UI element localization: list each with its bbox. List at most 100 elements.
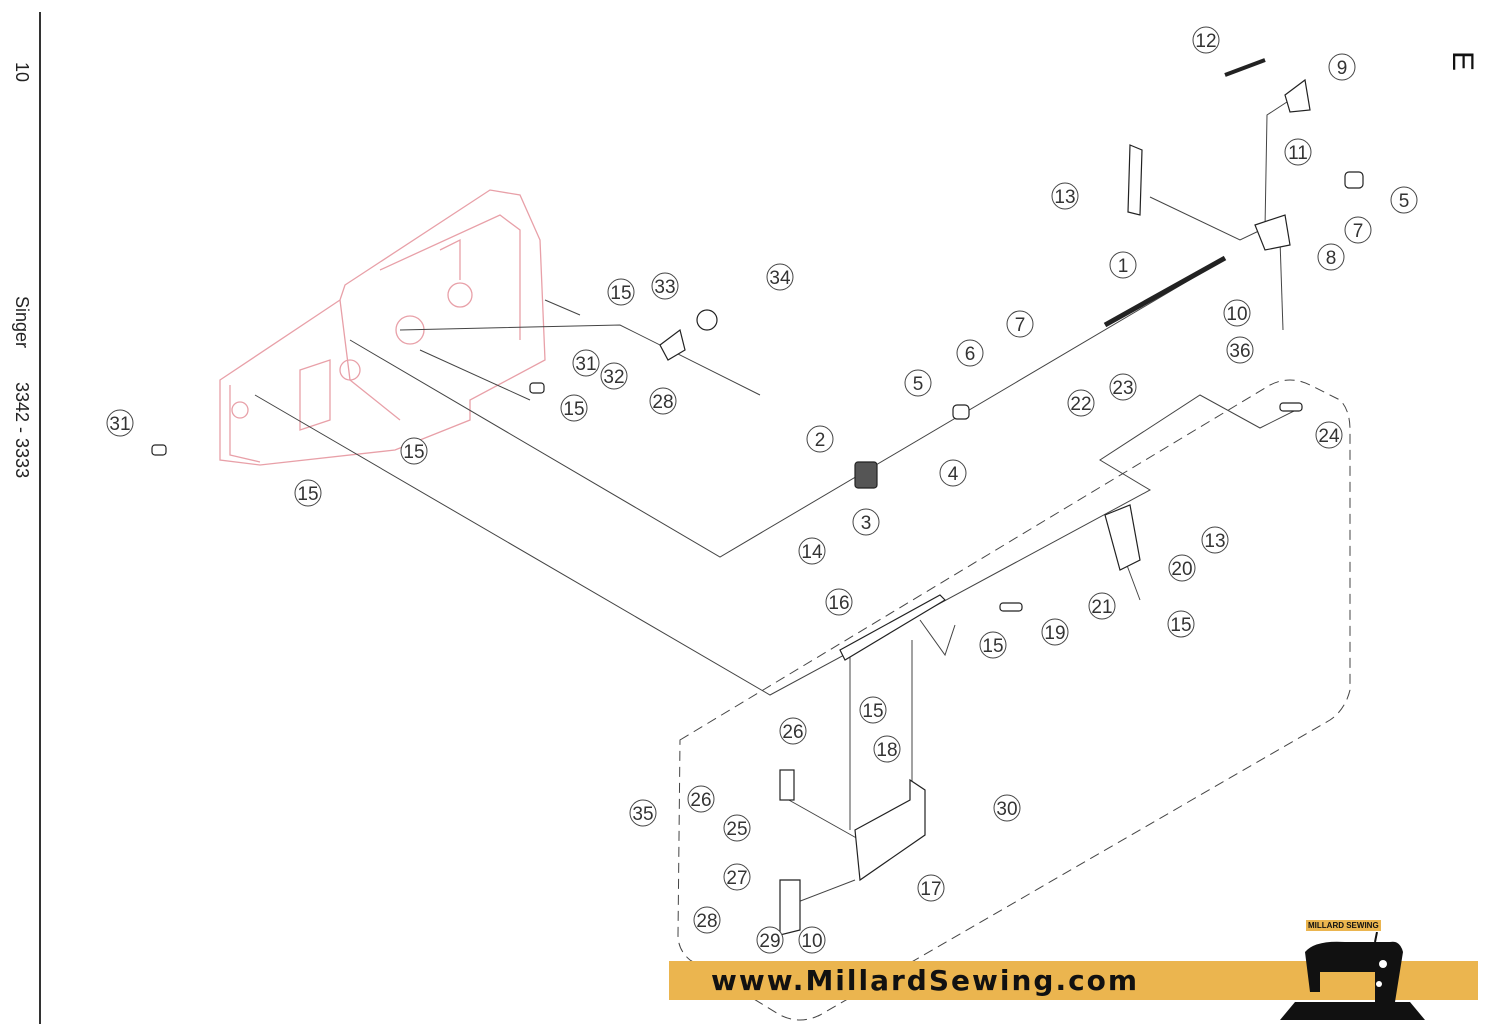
callout-31: 31 xyxy=(106,409,134,437)
callout-circle xyxy=(1167,610,1195,638)
callout-34: 34 xyxy=(766,263,794,291)
callout-number: 15 xyxy=(403,442,424,463)
callout-number: 8 xyxy=(1326,248,1337,269)
callout-number: 32 xyxy=(603,367,624,388)
callout-circle xyxy=(649,387,677,415)
callout-15: 15 xyxy=(560,394,588,422)
callout-circle xyxy=(651,272,679,300)
callout-number: 20 xyxy=(1171,559,1192,580)
callout-circle xyxy=(560,394,588,422)
callout-number: 15 xyxy=(297,484,318,505)
callout-circle xyxy=(572,349,600,377)
callout-circle xyxy=(600,362,628,390)
callout-number: 4 xyxy=(948,464,959,485)
callout-7: 7 xyxy=(1006,310,1034,338)
website-url[interactable]: www.MillardSewing.com xyxy=(711,964,1140,997)
callout-circle xyxy=(294,479,322,507)
callout-number: 15 xyxy=(563,399,584,420)
callout-number: 15 xyxy=(610,283,631,304)
callout-15: 15 xyxy=(859,696,887,724)
callout-circle xyxy=(693,906,721,934)
callout-number: 5 xyxy=(1399,191,1410,212)
callout-27: 27 xyxy=(723,863,751,891)
callout-30: 30 xyxy=(993,794,1021,822)
callout-number: 25 xyxy=(726,819,747,840)
callout-number: 24 xyxy=(1318,426,1340,447)
callout-number: 7 xyxy=(1353,221,1364,242)
callout-36: 36 xyxy=(1226,336,1254,364)
callout-number: 13 xyxy=(1054,187,1075,208)
callout-15: 15 xyxy=(1167,610,1195,638)
callout-circle xyxy=(1051,182,1079,210)
housing-outline xyxy=(219,189,546,466)
callout-35: 35 xyxy=(629,799,657,827)
callout-number: 12 xyxy=(1195,31,1216,52)
callout-18: 18 xyxy=(873,735,901,763)
callout-6: 6 xyxy=(956,339,984,367)
callout-circle xyxy=(629,799,657,827)
callout-circle xyxy=(723,863,751,891)
callout-13: 13 xyxy=(1201,526,1229,554)
callout-circle xyxy=(956,339,984,367)
callout-number: 17 xyxy=(920,879,941,900)
callout-3: 3 xyxy=(852,508,880,536)
boundary-35 xyxy=(677,379,1351,1021)
callout-circle xyxy=(1067,389,1095,417)
callout-number: 5 xyxy=(913,374,924,395)
callout-10: 10 xyxy=(1223,299,1251,327)
callout-32: 32 xyxy=(600,362,628,390)
callout-number: 15 xyxy=(1170,615,1191,636)
callout-circle xyxy=(1284,138,1312,166)
callout-number: 15 xyxy=(862,701,883,722)
callout-number: 23 xyxy=(1112,378,1133,399)
callout-14: 14 xyxy=(798,537,826,565)
callout-number: 19 xyxy=(1044,623,1065,644)
callout-circle xyxy=(1223,299,1251,327)
callout-number: 31 xyxy=(575,354,596,375)
callout-16: 16 xyxy=(825,588,853,616)
page-margin-line xyxy=(39,12,41,1024)
callout-number: 18 xyxy=(876,740,897,761)
callout-number: 21 xyxy=(1091,597,1112,618)
callout-circle xyxy=(825,588,853,616)
callout-28: 28 xyxy=(693,906,721,934)
callout-21: 21 xyxy=(1088,592,1116,620)
callout-8: 8 xyxy=(1317,243,1345,271)
callout-number: 7 xyxy=(1015,315,1026,336)
callout-9: 9 xyxy=(1328,53,1356,81)
callout-5: 5 xyxy=(904,369,932,397)
callout-circle xyxy=(1168,554,1196,582)
sewing-machine-logo-icon xyxy=(1280,932,1425,1020)
callout-15: 15 xyxy=(607,278,635,306)
callout-10: 10 xyxy=(798,926,826,954)
callout-number: 26 xyxy=(690,790,711,811)
parts xyxy=(151,58,1364,936)
callout-24: 24 xyxy=(1315,421,1343,449)
callout-number: 31 xyxy=(109,414,130,435)
callout-circle xyxy=(400,437,428,465)
callout-circle xyxy=(766,263,794,291)
callout-circle xyxy=(993,794,1021,822)
callout-number: 11 xyxy=(1288,143,1308,164)
callout-circle xyxy=(798,537,826,565)
callout-33: 33 xyxy=(651,272,679,300)
callout-number: 26 xyxy=(782,722,803,743)
callout-25: 25 xyxy=(723,814,751,842)
callout-20: 20 xyxy=(1168,554,1196,582)
callout-12: 12 xyxy=(1192,26,1220,54)
callout-number: 28 xyxy=(652,392,673,413)
callout-number: 6 xyxy=(965,344,976,365)
callout-circle xyxy=(939,459,967,487)
callout-number: 15 xyxy=(982,636,1003,657)
callout-15: 15 xyxy=(294,479,322,507)
callout-circle xyxy=(917,874,945,902)
callout-number: 29 xyxy=(759,931,780,952)
callout-circle xyxy=(1041,618,1069,646)
callout-number: 16 xyxy=(828,593,849,614)
callout-circle xyxy=(806,425,834,453)
callout-number: 9 xyxy=(1337,58,1348,79)
callout-circle xyxy=(106,409,134,437)
callout-circle xyxy=(607,278,635,306)
